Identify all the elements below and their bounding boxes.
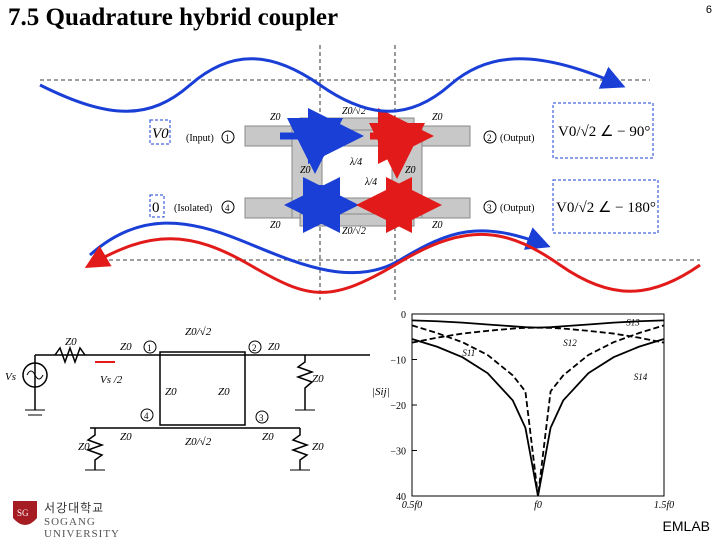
logo-seal-icon: SG — [13, 501, 37, 525]
series-s12 — [411, 319, 665, 329]
svg-text:SG: SG — [17, 508, 29, 518]
circuit-z0-vert-left: Z0 — [165, 386, 177, 398]
y-tick-label: −20 — [390, 401, 406, 412]
port4-num: 4 — [225, 203, 230, 213]
z0-label-bottom-right: Z0 — [432, 220, 443, 231]
port4-label: (Isolated) — [174, 203, 212, 214]
y-tick-label: −10 — [390, 356, 406, 367]
series-label-s11: S11 — [462, 348, 475, 358]
circuit-z0-load-bottom: Z0 — [312, 441, 324, 453]
circuit-z0-bottom-right: Z0 — [262, 431, 274, 443]
port1-num: 1 — [225, 133, 230, 143]
circuit-z0-vert-right: Z0 — [218, 386, 230, 398]
circuit-vs: Vs — [5, 371, 16, 383]
circuit-z0-line-left: Z0 — [120, 341, 132, 353]
circuit-z0-line-right: Z0 — [268, 341, 280, 353]
port1-label: (Input) — [186, 133, 214, 144]
series-label-s14: S14 — [634, 372, 648, 382]
x-tick-label: 0.5f0 — [402, 500, 422, 511]
z0-label-bottom-left: Z0 — [270, 220, 281, 231]
x-tick-label: f0 — [534, 500, 542, 511]
z0-label-mid-left: Z0 — [300, 165, 311, 176]
circuit-z0-bottom-left: Z0 — [120, 431, 132, 443]
circuit-vs-half: Vs /2 — [100, 374, 123, 386]
sparam-chart: 0 −10 −20 −30 400.5f0 f0 1.5f0 |Sij| S13S12S11S1… — [372, 310, 674, 511]
y-tick-label: 0 — [401, 310, 406, 321]
z0-label-top-right: Z0 — [432, 112, 443, 123]
node-3: 3 — [259, 413, 264, 423]
circuit-z0-sqrt2-top: Z0/√2 — [185, 326, 212, 338]
zero-input-label: 0 — [152, 200, 160, 216]
coupler-diagram: V0 0 (Input) 1 (Isolated) 4 2 (Output) 3… — [39, 45, 701, 300]
series-label-s13: S13 — [626, 317, 640, 327]
logo-korean: 서강대학교 — [44, 501, 105, 515]
output-top-value: V0/√2 ∠ − 90° — [558, 124, 650, 140]
y-tick-label: 40 — [396, 492, 406, 503]
lambda4-label-a: λ/4 — [349, 157, 362, 168]
output-bottom-value: V0/√2 ∠ − 180° — [556, 200, 656, 216]
x-tick-label: 1.5f0 — [654, 500, 674, 511]
footer-lab: EMLAB — [662, 518, 710, 534]
source-v0-label: V0 — [152, 126, 169, 142]
node-1: 1 — [147, 343, 152, 353]
even-odd-circuit: Vs Vs /2 Z0 Z0 Z0/√2 Z0 Z0 Z0 Z0 Z0 Z0/√… — [5, 326, 370, 471]
slide-title: 7.5 Quadrature hybrid coupler — [8, 4, 339, 31]
node-4: 4 — [144, 411, 149, 421]
wave-input-blue — [39, 57, 626, 113]
circuit-z0-load-left: Z0 — [78, 441, 90, 453]
node-2: 2 — [252, 343, 257, 353]
plot-frame — [411, 313, 665, 497]
y-axis-label: |Sij| — [372, 386, 390, 398]
logo-english: SOGANG UNIVERSITY — [44, 516, 120, 540]
y-tick-label: −30 — [390, 447, 406, 458]
circuit-z0-source: Z0 — [65, 336, 77, 348]
wave-reflected-red — [84, 233, 701, 294]
lambda4-label-b: λ/4 — [364, 177, 377, 188]
series-label-s12: S12 — [563, 338, 577, 348]
series-s13 — [411, 326, 665, 344]
z0-label-mid-right: Z0 — [405, 165, 416, 176]
port3-num: 3 — [487, 203, 492, 213]
z0-label-top-left: Z0 — [270, 112, 281, 123]
wave-isolated-blue — [88, 221, 551, 275]
circuit-z0-load-right: Z0 — [312, 373, 324, 385]
z0-sqrt2-bottom: Z0/√2 — [342, 226, 366, 237]
port2-label: (Output) — [500, 133, 534, 144]
series-s11 — [411, 338, 665, 497]
port2-num: 2 — [487, 133, 492, 143]
series-s14 — [411, 324, 665, 497]
page-number: 6 — [705, 4, 712, 16]
university-logo: SG 서강대학교 SOGANG UNIVERSITY — [10, 498, 150, 540]
z0-sqrt2-top: Z0/√2 — [342, 106, 366, 117]
port3-label: (Output) — [500, 203, 534, 214]
circuit-z0-sqrt2-bottom: Z0/√2 — [185, 436, 212, 448]
